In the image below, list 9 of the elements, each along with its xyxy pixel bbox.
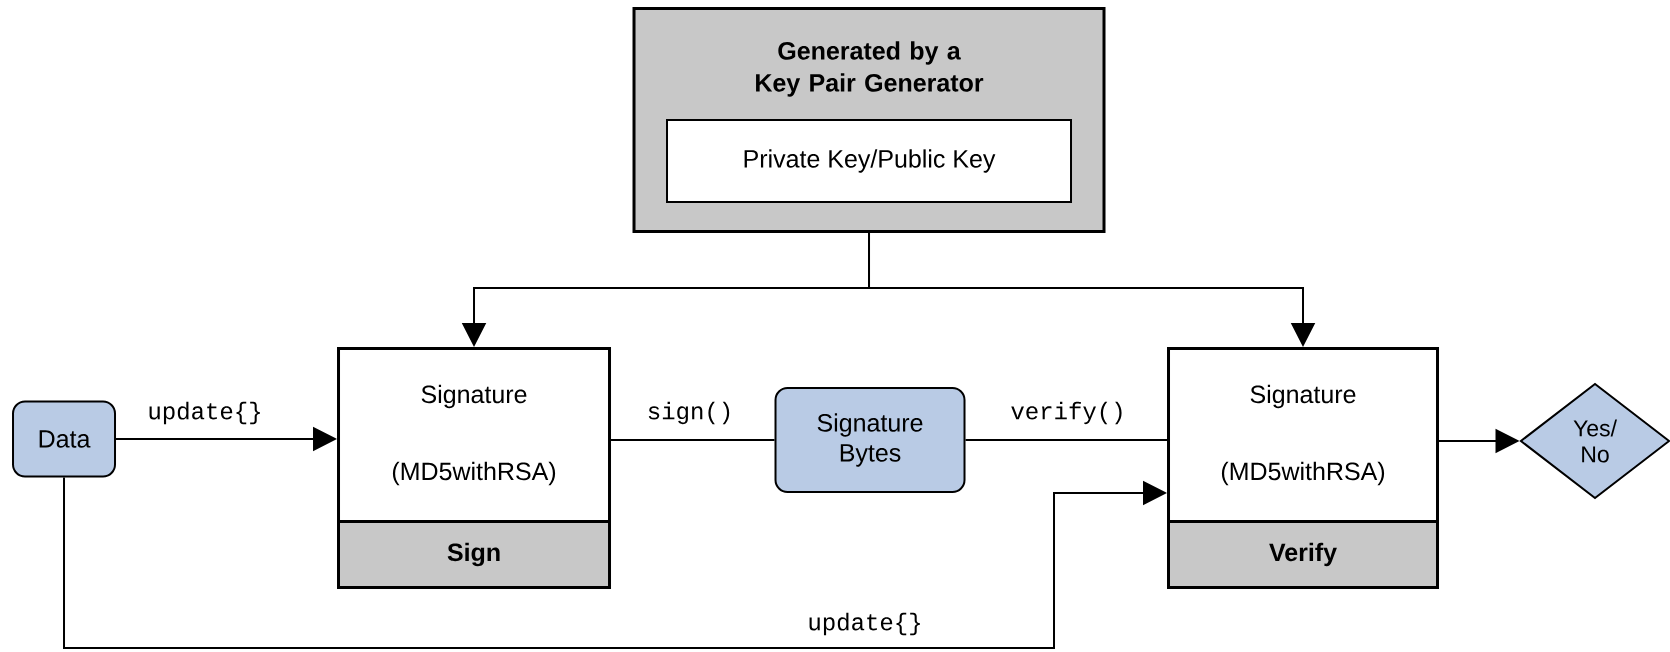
edge-label: update{} [146,400,264,426]
data-box: Data [12,400,116,478]
edge-label: update{} [806,611,924,637]
edge-label: sign() [645,400,735,426]
edge-label: verify() [1009,400,1127,426]
signature-engine-box: Signature (MD5withRSA) Verify [1167,347,1439,589]
signature-engine-box: Signature (MD5withRSA) Sign [337,347,611,589]
key-box: Private Key/Public Key [666,119,1072,203]
data-box: Signature Bytes [774,387,966,493]
